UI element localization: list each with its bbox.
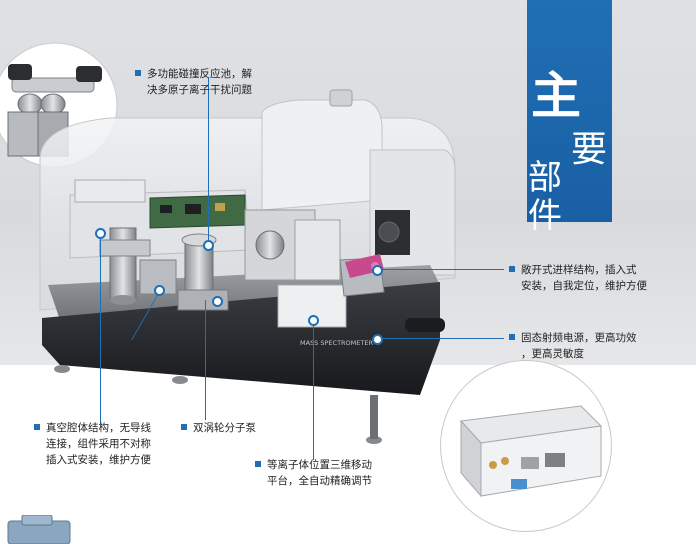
callout-injection: 敞开式进样结构，插入式 安装，自我定位，维护方便 (509, 262, 689, 294)
leader-dot-torch (308, 315, 319, 326)
callout-rf-source-line-2: ，更高灵敏度 (521, 348, 584, 360)
partial-component-icon (7, 515, 71, 544)
title-band (527, 0, 612, 222)
leader-dot-pump-2 (212, 296, 223, 307)
leader-dot-reaction (203, 240, 214, 251)
leader-dot-rf (372, 334, 383, 345)
rf-power-supply-icon (459, 405, 603, 498)
title-char-3: 部 (528, 158, 562, 198)
callout-vacuum: 真空腔体结构，无导线 连接，组件采用不对称 插入式安装，维护方便 (34, 420, 184, 468)
callout-reaction-cell-line-1: 多功能碰撞反应池，解 (147, 68, 252, 80)
callout-injection-line-2: 安装，自我定位，维护方便 (521, 280, 647, 292)
leader-dot-vacuum (95, 228, 106, 239)
bullet-icon (509, 334, 515, 340)
leader-line-pump-1 (205, 300, 206, 420)
instrument-label: MASS SPECTROMETER (300, 339, 373, 347)
callout-rf-source-line-1: 固态射频电源，更高功效 (521, 332, 637, 344)
bullet-icon (181, 424, 187, 430)
leader-line-torch (313, 320, 314, 460)
rf-power-supply-inset (440, 360, 612, 532)
callout-turbo-pump-line-1: 双涡轮分子泵 (193, 422, 256, 434)
callout-torch-stage-line-2: 平台，全自动精确调节 (267, 475, 372, 487)
callout-reaction-cell: 多功能碰撞反应池，解 决多原子离子干扰问题 (135, 66, 295, 98)
callout-rf-source: 固态射频电源，更高功效 ，更高灵敏度 (509, 330, 689, 362)
leader-line-rf (380, 338, 504, 339)
leader-dot-injection (372, 265, 383, 276)
callout-torch-stage-line-1: 等离子体位置三维移动 (267, 459, 372, 471)
title-char-2: 要 (571, 129, 608, 170)
leader-line-vacuum (100, 234, 101, 424)
callout-torch-stage: 等离子体位置三维移动 平台，全自动精确调节 (255, 457, 405, 489)
leader-line-reaction (208, 78, 209, 244)
callout-vacuum-line-1: 真空腔体结构，无导线 (46, 422, 151, 434)
leader-line-injection (380, 269, 504, 270)
leader-dot-pump-1 (154, 285, 165, 296)
callout-turbo-pump: 双涡轮分子泵 (181, 420, 291, 436)
bullet-icon (255, 461, 261, 467)
callout-reaction-cell-line-2: 决多原子离子干扰问题 (147, 84, 252, 96)
callout-injection-line-1: 敞开式进样结构，插入式 (521, 264, 637, 276)
callout-vacuum-line-3: 插入式安装，维护方便 (46, 454, 151, 466)
bullet-icon (509, 266, 515, 272)
title-char-4: 件 (528, 196, 562, 236)
bullet-icon (34, 424, 40, 430)
callout-vacuum-line-2: 连接，组件采用不对称 (46, 438, 151, 450)
bullet-icon (135, 70, 141, 76)
title-char-1: 主 (531, 67, 581, 125)
